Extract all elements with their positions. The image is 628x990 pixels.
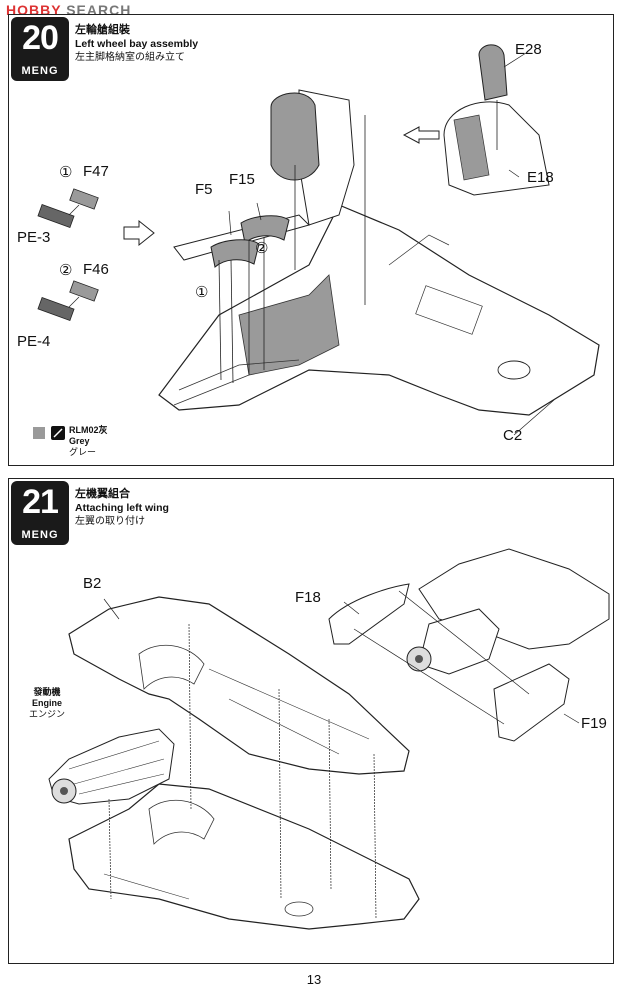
legend-text: RLM02灰 Grey グレー — [69, 425, 108, 458]
step-21-title-jp: 左翼の取り付け — [75, 516, 145, 527]
label-f46: F46 — [83, 261, 109, 278]
label-f47: F47 — [83, 163, 109, 180]
label-step2a: ② — [59, 262, 73, 279]
engine-label: 發動機 Engine エンジン — [29, 687, 65, 720]
label-e28: E28 — [515, 41, 542, 58]
label-step2b: ② — [255, 240, 269, 257]
step-21-illustration — [48, 548, 610, 930]
bulkhead-grey — [270, 92, 320, 181]
engine-label-cn: 發動機 — [33, 687, 61, 697]
step-21-brand: MENG — [21, 529, 59, 541]
step-21-title-en: Attaching left wing — [75, 502, 169, 514]
part-f19 — [493, 663, 570, 742]
legend-jp: グレー — [69, 447, 97, 457]
legend-code: RLM02灰 — [69, 425, 108, 435]
step-21-badge: 21 MENG — [11, 481, 69, 545]
part-f18 — [328, 583, 410, 645]
label-c2: C2 — [503, 427, 523, 444]
label-f19: F19 — [581, 715, 607, 732]
label-f15: F15 — [229, 171, 255, 188]
step-20-illustration — [37, 44, 600, 436]
label-step1b: ① — [195, 284, 209, 301]
label-pe4: PE-4 — [17, 333, 51, 350]
step-20-badge: 20 MENG — [11, 17, 69, 81]
label-f18: F18 — [295, 589, 321, 606]
label-step1a: ① — [59, 164, 73, 181]
step-20-title-en: Left wheel bay assembly — [75, 38, 199, 50]
label-e18: E18 — [527, 169, 554, 186]
legend-grey-swatch — [33, 427, 45, 439]
engine-label-jp: エンジン — [29, 709, 66, 719]
step-21-title: 左機翼組合 Attaching left wing 左翼の取り付け — [75, 487, 169, 529]
step-21-panel: 21 MENG 左機翼組合 Attaching left wing 左翼の取り付… — [8, 478, 614, 964]
step-20-title: 左輪艙組裝 Left wheel bay assembly 左主脚格納室の組み立… — [75, 23, 198, 65]
step-20-title-cn: 左輪艙組裝 — [75, 24, 130, 36]
paint-brush-icon — [51, 426, 65, 440]
label-pe3: PE-3 — [17, 229, 51, 246]
label-f5: F5 — [195, 181, 213, 198]
step-20-brand: MENG — [21, 65, 59, 77]
lower-wing — [68, 783, 420, 930]
page-number: 13 — [306, 972, 322, 987]
label-b2: B2 — [83, 575, 102, 592]
upper-wing-b2 — [68, 596, 410, 775]
engine-label-en: Engine — [32, 698, 63, 708]
step-20-number: 20 — [22, 19, 59, 57]
step-21-title-cn: 左機翼組合 — [75, 488, 130, 500]
step-20-panel: 20 MENG 左輪艙組裝 Left wheel bay assembly 左主… — [8, 14, 614, 466]
step-20-title-jp: 左主脚格納室の組み立て — [75, 52, 185, 63]
step-21-number: 21 — [22, 483, 59, 521]
part-e28 — [478, 44, 508, 101]
legend-en: Grey — [69, 436, 90, 446]
